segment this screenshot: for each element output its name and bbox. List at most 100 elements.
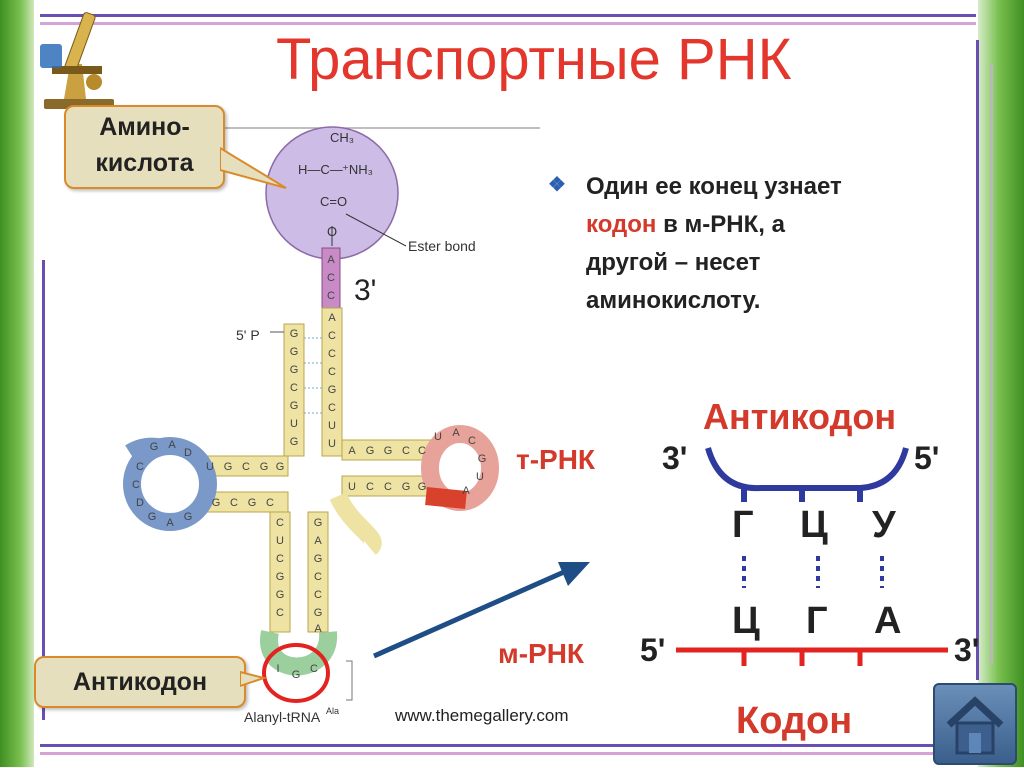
- website-footer: www.themegallery.com: [395, 706, 569, 725]
- t-top-base: G: [366, 445, 375, 457]
- t-top-base: C: [418, 445, 426, 457]
- pointer-arrow: [372, 562, 590, 659]
- bullet-line4: аминокислоту.: [586, 287, 761, 314]
- t-top-base: C: [402, 445, 410, 457]
- ac-right-base: C: [314, 571, 322, 583]
- stem-right-base: U: [328, 438, 336, 450]
- t-loop-base: U: [434, 431, 442, 443]
- trna-strand: [705, 447, 909, 502]
- bottom-stripe-1: [40, 744, 976, 747]
- t-bottom-base: C: [384, 481, 392, 493]
- d-lower-base: C: [266, 497, 274, 509]
- d-stem-base: G: [276, 461, 285, 473]
- d-stem-base: G: [224, 461, 233, 473]
- five-prime-p-label: 5' P: [236, 327, 260, 343]
- top-stripe-1: [40, 14, 976, 17]
- codon-base-2: Г: [806, 600, 828, 642]
- alanyl-trna-caption: Alanyl-tRNA: [244, 709, 321, 725]
- callout-amino-line2: кислота: [95, 149, 194, 177]
- d-loop-base: A: [166, 517, 174, 529]
- stem-left-base: G: [290, 436, 299, 448]
- slide-title: Транспортные РНК: [276, 27, 792, 92]
- amino-co: C=O: [320, 194, 347, 209]
- bottom-stripe-2: [40, 752, 976, 755]
- ac-right-base: C: [314, 589, 322, 601]
- callout-amino-pointer: [220, 146, 287, 189]
- left-green-border: [0, 0, 34, 767]
- bullet-point: ❖ Один ее конец узнает кодон в м-РНК, а …: [548, 168, 948, 320]
- acceptor-base: C: [327, 290, 335, 302]
- d-stem-base: U: [206, 461, 214, 473]
- microscope-icon: [40, 12, 114, 109]
- anticodon-base-2: Ц: [800, 504, 828, 546]
- ac-right-base: A: [314, 623, 322, 635]
- mrna-strand: [676, 647, 948, 666]
- callout-amino-acid: Амино- кислота: [64, 105, 225, 189]
- d-loop-base: D: [184, 447, 192, 459]
- stem-left-base: G: [290, 346, 299, 358]
- d-loop-base: G: [184, 511, 193, 523]
- callout-amino-line1: Амино-: [99, 113, 190, 141]
- t-loop-base: G: [478, 453, 487, 465]
- ac-right-base: G: [314, 607, 323, 619]
- t-bottom-base: U: [348, 481, 356, 493]
- right-green-border: [978, 0, 1024, 767]
- t-top-base: G: [384, 445, 393, 457]
- ac-right-base: A: [314, 535, 322, 547]
- top-stripe-2: [40, 22, 976, 25]
- anticodon-arm: [260, 511, 338, 676]
- acceptor-base: A: [327, 254, 335, 266]
- right-vertical-stripe-grey: [990, 64, 993, 664]
- anticodon-highlight-circle: [262, 643, 330, 703]
- amino-row2-left: H—C—: [298, 162, 343, 177]
- trna-right-end: 5': [914, 440, 940, 476]
- stem-right-base: U: [328, 420, 336, 432]
- d-loop-base: C: [132, 479, 140, 491]
- t-arm: [341, 425, 499, 511]
- mrna-right-end: 3': [954, 632, 980, 668]
- acceptor-arm: [270, 247, 343, 457]
- anticodon-base-3: У: [872, 504, 896, 546]
- acceptor-base: C: [327, 272, 335, 284]
- callout-anticodon-pointer: [240, 670, 268, 688]
- d-loop-base: G: [150, 441, 159, 453]
- ac-left-base: C: [276, 607, 284, 619]
- anticodon-base-1: Г: [732, 504, 754, 546]
- stem-right-base: A: [328, 312, 336, 324]
- ac-left-base: G: [276, 589, 285, 601]
- ac-right-base: G: [314, 553, 323, 565]
- stem-left-base: G: [290, 328, 299, 340]
- d-stem-base: G: [260, 461, 269, 473]
- diamond-bullet-icon: ❖: [548, 174, 566, 196]
- d-stem-base: C: [242, 461, 250, 473]
- bullet-line3: другой – несет: [586, 249, 761, 276]
- mrna-left-end: 5': [640, 632, 666, 668]
- t-loop-base: C: [468, 435, 476, 447]
- stem-right-base: C: [328, 402, 336, 414]
- stem-left-base: G: [290, 364, 299, 376]
- ac-left-base: U: [276, 535, 284, 547]
- d-lower-base: G: [212, 497, 221, 509]
- stem-right-base: C: [328, 348, 336, 360]
- bullet-line1: Один ее конец узнает: [586, 173, 842, 200]
- three-prime-label: 3': [354, 274, 376, 307]
- d-arm: [123, 437, 289, 531]
- trna-label: т-РНК: [516, 444, 596, 475]
- stem-right-base: C: [328, 330, 336, 342]
- anticodon-loop-base: G: [292, 669, 301, 681]
- t-bottom-base: C: [366, 481, 374, 493]
- codon-base-1: Ц: [732, 600, 760, 642]
- d-lower-base: G: [248, 497, 257, 509]
- ester-bond-label: Ester bond: [408, 238, 476, 254]
- ac-right-base: G: [314, 517, 323, 529]
- t-bottom-base: G: [402, 481, 411, 493]
- stem-left-base: C: [290, 382, 298, 394]
- stem-right-base: C: [328, 366, 336, 378]
- anticodon-loop-base: C: [310, 663, 318, 675]
- d-loop-base: A: [168, 439, 176, 451]
- right-vertical-stripe: [976, 40, 979, 680]
- d-lower-base: C: [230, 497, 238, 509]
- stem-left-base: U: [290, 418, 298, 430]
- home-button[interactable]: [933, 683, 1017, 765]
- amino-row2-right: ⁺NH₃: [342, 162, 373, 177]
